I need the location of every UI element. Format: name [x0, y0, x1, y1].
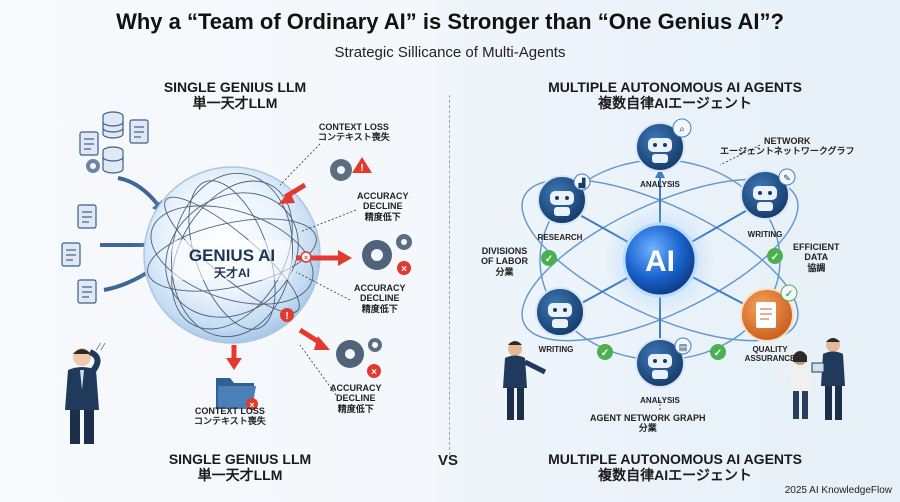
left-header-jp: 単一天才LLM: [192, 95, 278, 112]
svg-text:QUALITY: QUALITY: [752, 345, 788, 354]
svg-text:×: ×: [249, 400, 254, 410]
page-subtitle: Strategic Sillicance of Multi-Agents: [334, 44, 566, 61]
agent-node-writing-right: ✎ WRITING: [740, 168, 796, 239]
genius-ai-label: GENIUS AI: [189, 246, 275, 265]
gear-icon-1: [86, 159, 100, 173]
label-accuracy-decline-3: ACCURACY DECLINE 精度低下: [330, 383, 382, 414]
presenter-person-right-icon: [775, 351, 811, 419]
svg-text:×: ×: [304, 255, 308, 262]
magnifier-icon: ⌕: [679, 124, 685, 135]
left-header-en: SINGLE GENIUS LLM: [163, 79, 307, 95]
agent-node-analysis-bottom: ▤ ANALYSIS: [635, 337, 692, 405]
multi-agent-illustration: AI ⌕ ANALYSIS ▟ RESEARCH ✎ WRITING WRITI…: [503, 118, 845, 420]
agent-node-writing-left: WRITING: [535, 287, 585, 354]
svg-text:ASSURANCE: ASSURANCE: [745, 354, 796, 363]
gear-icon-3: ×: [362, 234, 412, 275]
gear-icon-2: !: [330, 157, 372, 181]
svg-text:⁄ ⁄: ⁄ ⁄: [95, 342, 105, 353]
svg-text:✓: ✓: [771, 252, 779, 263]
ai-hub: [622, 222, 698, 298]
label-efficient-data: EFFICIENT DATA 協調: [793, 242, 840, 273]
arrow-red-1: [278, 192, 295, 204]
agent-node-quality-assurance: ✓ QUALITY ASSURANCE: [740, 284, 798, 363]
center-divider: [449, 95, 450, 455]
stressed-person-icon: ⁄ ⁄: [65, 342, 105, 444]
right-header: MULTIPLE AUTONOMOUS AI AGENTS 複数自律AIエージェ…: [505, 79, 845, 111]
vs-label: VS: [438, 452, 459, 469]
left-header: SINGLE GENIUS LLM 単一天才LLM: [110, 79, 360, 111]
chart-icon: ▟: [578, 177, 587, 189]
svg-text:✓: ✓: [601, 348, 609, 359]
presenter-person-far-right-icon: [811, 338, 845, 420]
svg-text:RESEARCH: RESEARCH: [538, 233, 583, 242]
right-header-en: MULTIPLE AUTONOMOUS AI AGENTS: [548, 79, 802, 95]
document-icon: ▤: [679, 342, 688, 352]
arrow-red-3: [314, 336, 330, 350]
page-title: Why a “Team of Ordinary AI” is Stronger …: [116, 9, 784, 34]
check-icon: ✓: [785, 289, 793, 300]
svg-text:WRITING: WRITING: [539, 345, 574, 354]
svg-text:✓: ✓: [545, 254, 553, 265]
svg-text:✓: ✓: [714, 348, 722, 359]
svg-text:!: !: [360, 163, 363, 174]
single-llm-illustration: GENIUS AI 天才AI ! × × ! × ×: [61, 111, 412, 444]
document-stack-icon-1: [79, 119, 149, 156]
gear-icon-4: ×: [336, 338, 382, 378]
copyright-footer: 2025 AI KnowledgeFlow: [784, 485, 892, 496]
folder-icon: ×: [216, 378, 258, 410]
arrow-red-2: [338, 250, 352, 266]
check-icons: ✓ ✓ ✓ ✓: [541, 248, 783, 360]
svg-text:×: ×: [371, 367, 377, 378]
left-footer-header: SINGLE GENIUS LLM 単一天才LLM: [168, 451, 312, 484]
agent-node-research: ▟ RESEARCH: [537, 173, 591, 242]
arrow-red-4: [226, 358, 242, 370]
label-network: NETWORK エージェントネットワークグラフ: [720, 136, 855, 157]
database-icon-1: [102, 111, 124, 174]
right-footer-header: MULTIPLE AUTONOMOUS AI AGENTS 複数自律AIエージェ…: [548, 451, 802, 484]
genius-ai-jp-label: 天才AI: [214, 265, 250, 280]
label-context-loss-top: CONTEXT LOSS コンテキスト喪失: [318, 122, 390, 143]
label-agent-network-graph: AGENT NETWORK GRAPH 分業: [590, 413, 706, 434]
svg-text:×: ×: [401, 264, 407, 275]
document-stack-icon-2: [61, 204, 97, 304]
label-divisions-of-labor: DIVISIONS OF LABOR 分業: [481, 246, 528, 277]
presenter-person-left-icon: [503, 341, 547, 420]
svg-text:WRITING: WRITING: [748, 230, 783, 239]
label-accuracy-decline-2: ACCURACY DECLINE 精度低下: [354, 283, 406, 314]
label-context-loss-bottom: CONTEXT LOSS コンテキスト喪失: [194, 406, 266, 427]
ai-hub-label: AI: [645, 245, 675, 278]
svg-text:ANALYSIS: ANALYSIS: [640, 180, 680, 189]
right-header-jp: 複数自律AIエージェント: [598, 95, 752, 112]
svg-text:!: !: [285, 311, 288, 322]
agent-node-analysis-top: ⌕ ANALYSIS: [635, 118, 692, 189]
pencil-icon: ✎: [783, 173, 791, 183]
